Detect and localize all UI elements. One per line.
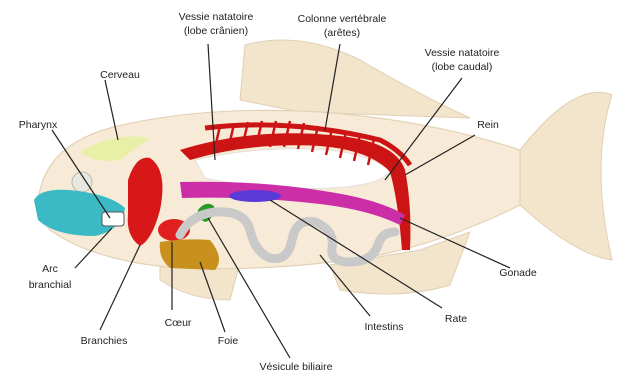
label-foie: Foie (218, 335, 239, 347)
label-arc-l1: Arc (42, 263, 58, 275)
label-pharynx: Pharynx (19, 119, 58, 131)
label-vesicule: Vésicule biliaire (260, 361, 333, 373)
label-vessie-caudal-l2: (lobe caudal) (432, 61, 493, 73)
label-rate: Rate (445, 313, 467, 325)
liver-organ (160, 239, 219, 270)
label-vessie-caudal-l1: Vessie natatoire (425, 47, 500, 59)
label-colonne-l1: Colonne vertébrale (298, 13, 387, 25)
label-vessie-cranien-l2: (lobe crânien) (184, 25, 248, 37)
spleen-organ (229, 190, 281, 202)
label-gonade: Gonade (499, 267, 537, 279)
caudal-fin (520, 92, 612, 260)
label-branchies: Branchies (81, 335, 128, 347)
label-rein: Rein (477, 119, 499, 131)
label-intestins: Intestins (364, 321, 403, 333)
label-coeur: Cœur (165, 317, 192, 329)
gill-arch (102, 212, 124, 226)
label-colonne-l2: (arêtes) (324, 27, 360, 39)
label-cerveau: Cerveau (100, 69, 140, 81)
label-arc-l2: branchial (29, 279, 72, 291)
label-vessie-cranien-l1: Vessie natatoire (179, 11, 254, 23)
